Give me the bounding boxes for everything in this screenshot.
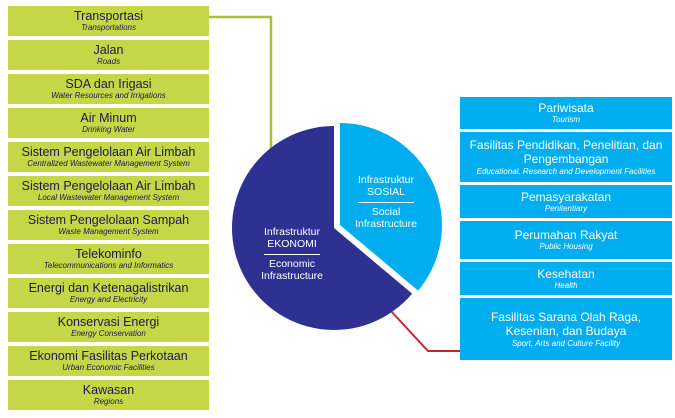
item-subtitle: Local Wastewater Management System [37,193,180,203]
item-title: Energi dan Ketenagalistrikan [28,281,189,296]
item-title: Perumahan Rakyat [514,228,618,242]
economic-slice-label: Infrastruktur EKONOMI Economic Infrastru… [242,226,342,283]
item-subtitle: Tourism [551,115,581,125]
item-title: Pariwisata [538,101,594,115]
item-subtitle: Penitentiary [544,203,588,213]
item-subtitle: Telecommunications and Informatics [43,261,174,271]
item-subtitle: Energy and Electricity [69,295,148,305]
item-title: Sistem Pengelolaan Air Limbah [21,145,196,160]
social-slice [340,123,442,291]
item-title: Fasilitas Sarana Olah Raga, Kesenian, da… [490,309,642,339]
label-line1: Infrastruktur [263,226,321,238]
item-subtitle: Drinking Water [82,125,135,135]
item-title: Fasilitas Pendidikan, Penelitian, dan Pe… [469,137,663,167]
label-divider [358,201,414,203]
item-title: Ekonomi Fasilitas Perkotaan [29,349,188,364]
label-line2: SOSIAL [367,186,405,199]
item-title: Air Minum [80,111,137,126]
economic-item: Telekominfo Telecommunications and Infor… [8,244,209,274]
social-connector-line [389,309,461,352]
economic-item: Jalan Roads [8,40,209,70]
social-item: Fasilitas Pendidikan, Penelitian, dan Pe… [460,132,672,182]
economic-slice [231,125,413,330]
economic-item: Konservasi Energi Energy Conservation [8,312,209,342]
item-title: SDA dan Irigasi [65,77,152,92]
economic-item: Kawasan Regions [8,380,209,410]
item-title: Kesehatan [537,266,595,281]
item-title: Jalan [93,43,124,58]
item-subtitle: Waste Management System [58,227,159,237]
economic-item: Ekonomi Fasilitas Perkotaan Urban Econom… [8,346,209,376]
item-title: Telekominfo [75,247,142,262]
item-subtitle: Educational, Research and Development Fa… [476,166,656,176]
economic-infrastructure-list: Transportasi Transportations Jalan Roads… [8,6,209,410]
label-line1: Infrastruktur [357,174,415,186]
pie-chart: Infrastruktur EKONOMI Economic Infrastru… [224,118,444,338]
social-infrastructure-list: Pariwisata Tourism Fasilitas Pendidikan,… [460,97,672,360]
item-subtitle: Health [554,280,578,290]
social-slice-label: Infrastruktur SOSIAL Social Infrastructu… [336,174,436,231]
item-title: Konservasi Energi [57,315,160,330]
item-subtitle: Public Housing [539,242,593,252]
item-subtitle: Sport, Arts and Culture Facility [511,338,621,348]
economic-item: SDA dan Irigasi Water Resources and Irri… [8,74,209,104]
social-item: Perumahan Rakyat Public Housing [460,221,672,259]
item-subtitle: Energy Conservation [71,329,146,339]
item-title: Kawasan [82,383,135,398]
economic-item: Energi dan Ketenagalistrikan Energy and … [8,278,209,308]
economic-item: Sistem Pengelolaan Air Limbah Centralize… [8,142,209,172]
item-subtitle: Centralized Wastewater Management System [27,159,190,169]
social-item: Pariwisata Tourism [460,97,672,129]
item-subtitle: Urban Economic Facilities [62,363,155,373]
pie-svg [231,123,442,330]
economic-connector-line [208,15,273,160]
social-item: Fasilitas Sarana Olah Raga, Kesenian, da… [460,298,672,360]
item-subtitle: Roads [96,57,121,67]
item-title: Pemasyarakatan [520,189,612,204]
label-divider [264,253,320,255]
social-item: Pemasyarakatan Penitentiary [460,185,672,218]
item-subtitle: Regions [93,397,124,407]
economic-item: Air Minum Drinking Water [8,108,209,138]
label-line2: EKONOMI [267,238,317,251]
label-english: Economic Infrastructure [261,257,323,283]
economic-item: Sistem Pengelolaan Air Limbah Local Wast… [8,176,209,206]
economic-item: Sistem Pengelolaan Sampah Waste Manageme… [8,210,209,240]
social-item: Kesehatan Health [460,262,672,295]
item-title: Sistem Pengelolaan Sampah [27,213,190,228]
label-english: Social Infrastructure [355,205,417,231]
economic-item: Transportasi Transportations [8,6,209,36]
item-title: Sistem Pengelolaan Air Limbah [21,179,196,194]
item-subtitle: Water Resources and Irrigations [51,91,166,101]
item-subtitle: Transportations [81,23,136,33]
item-title: Transportasi [73,9,143,24]
